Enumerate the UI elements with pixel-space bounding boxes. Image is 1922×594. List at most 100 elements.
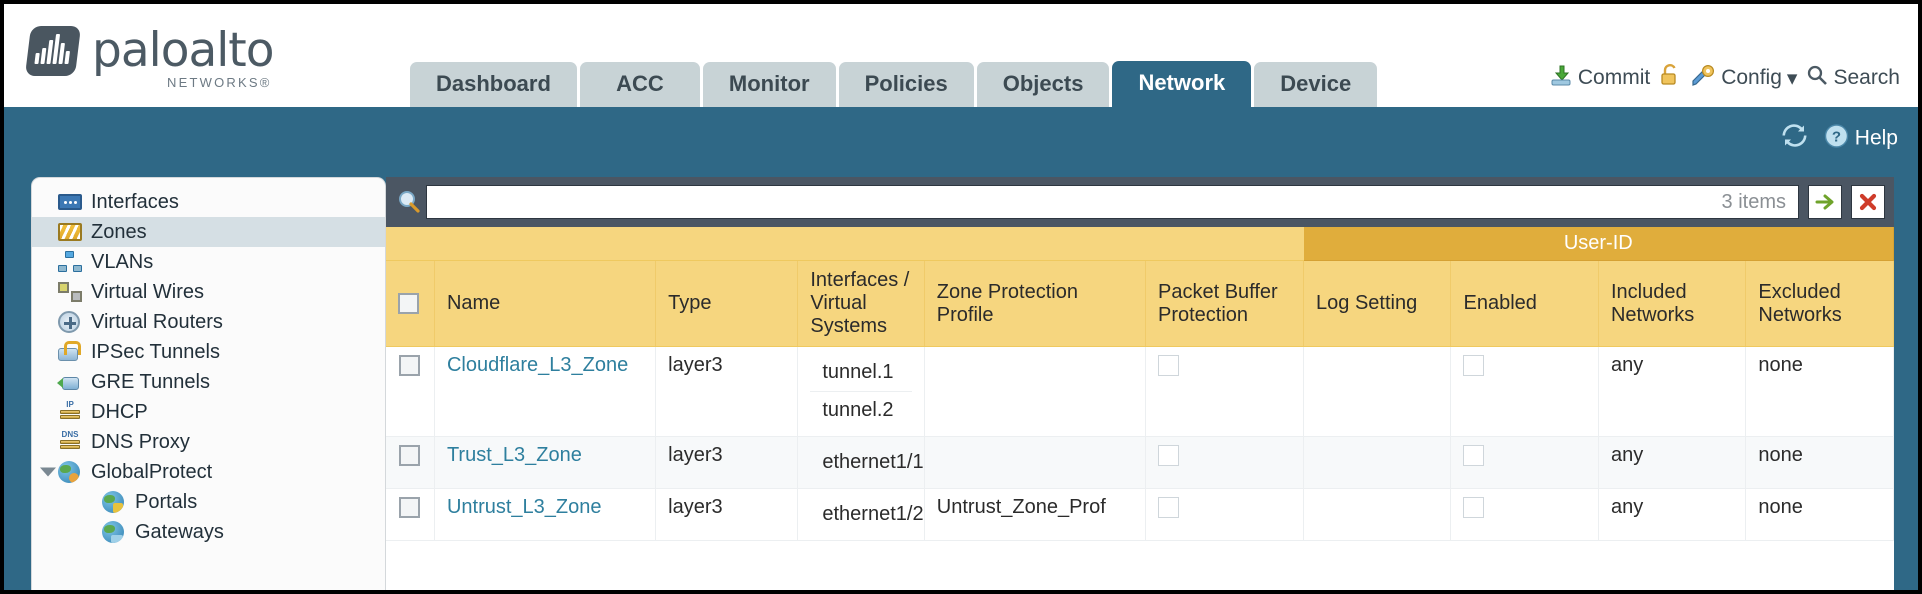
packet-buffer-protection-checkbox[interactable] bbox=[1158, 355, 1179, 377]
col-interfaces-virtual-systems[interactable]: Interfaces / Virtual Systems bbox=[797, 260, 925, 347]
select-all-checkbox[interactable] bbox=[398, 293, 419, 315]
packet-buffer-protection-checkbox[interactable] bbox=[1158, 497, 1179, 519]
userid-enabled-checkbox[interactable] bbox=[1463, 497, 1485, 519]
tab-policies[interactable]: Policies bbox=[838, 62, 974, 107]
interface-item: ethernet1/2 bbox=[822, 503, 924, 525]
cell-userid-enabled[interactable] bbox=[1450, 436, 1599, 489]
search-icon bbox=[1806, 64, 1828, 92]
main-tabs: Dashboard ACC Monitor Policies Objects N… bbox=[410, 61, 1378, 107]
col-zone-protection-profile[interactable]: Zone Protection Profile bbox=[924, 260, 1147, 347]
row-select-cell[interactable] bbox=[386, 488, 435, 541]
config-icon bbox=[1690, 63, 1716, 93]
context-bar-actions: ? Help bbox=[1781, 123, 1898, 154]
sidebar-item-label: DHCP bbox=[91, 400, 148, 423]
sidebar-item-dns-proxy[interactable]: DNS DNS Proxy bbox=[32, 427, 385, 457]
cell-zone-protection-profile bbox=[924, 346, 1147, 437]
row-checkbox[interactable] bbox=[399, 445, 421, 467]
sidebar-item-interfaces[interactable]: Interfaces bbox=[32, 187, 385, 217]
tab-monitor[interactable]: Monitor bbox=[702, 62, 836, 107]
search-icon[interactable] bbox=[392, 185, 426, 219]
row-checkbox[interactable] bbox=[399, 355, 421, 377]
row-select-cell[interactable] bbox=[386, 346, 435, 437]
content-area: Interfaces Zones VLANs Virtual Wires Vir… bbox=[4, 170, 1918, 590]
lock-button[interactable] bbox=[1659, 63, 1681, 93]
tab-acc[interactable]: ACC bbox=[579, 62, 700, 107]
chevron-down-icon[interactable]: ▾ bbox=[1786, 66, 1798, 90]
tab-device[interactable]: Device bbox=[1254, 62, 1378, 107]
table-row[interactable]: Trust_L3_Zone layer3 ethernet1/1 bbox=[386, 436, 1894, 489]
zone-link[interactable]: Untrust_L3_Zone bbox=[446, 496, 602, 518]
col-name[interactable]: Name bbox=[434, 260, 657, 347]
top-bar: paloalto NETWORKS® Dashboard ACC Monitor… bbox=[4, 4, 1918, 107]
virtual-wires-icon bbox=[58, 281, 82, 303]
cell-interfaces: ethernet1/1 bbox=[797, 436, 925, 489]
search-bar: 3 items bbox=[386, 177, 1894, 227]
col-excluded-networks[interactable]: Excluded Networks bbox=[1745, 260, 1894, 347]
packet-buffer-protection-checkbox[interactable] bbox=[1158, 445, 1179, 467]
sidebar-item-dhcp[interactable]: IP DHCP bbox=[32, 397, 385, 427]
sidebar-item-ipsec-tunnels[interactable]: IPSec Tunnels bbox=[32, 337, 385, 367]
filter-input-wrap[interactable]: 3 items bbox=[426, 185, 1799, 219]
sidebar-item-zones[interactable]: Zones bbox=[32, 217, 385, 247]
sidebar-item-label: IPSec Tunnels bbox=[91, 340, 220, 363]
userid-enabled-checkbox[interactable] bbox=[1463, 445, 1485, 467]
table-row[interactable]: Cloudflare_L3_Zone layer3 tunnel.1 tunne… bbox=[386, 346, 1894, 437]
cell-name[interactable]: Cloudflare_L3_Zone bbox=[434, 346, 657, 437]
zone-link[interactable]: Trust_L3_Zone bbox=[446, 444, 582, 466]
table-header-row: Name Type Interfaces / Virtual Systems Z… bbox=[386, 260, 1894, 347]
cell-included-networks: any bbox=[1598, 346, 1747, 437]
col-included-networks[interactable]: Included Networks bbox=[1598, 260, 1747, 347]
cell-name[interactable]: Untrust_L3_Zone bbox=[434, 488, 657, 541]
zone-link[interactable]: Cloudflare_L3_Zone bbox=[446, 354, 629, 376]
search-label: Search bbox=[1833, 66, 1900, 89]
clear-filter-button[interactable] bbox=[1851, 185, 1885, 219]
cell-userid-enabled[interactable] bbox=[1450, 346, 1599, 437]
sidebar-item-label: Portals bbox=[135, 490, 198, 513]
tab-dashboard[interactable]: Dashboard bbox=[410, 62, 577, 107]
row-select-cell[interactable] bbox=[386, 436, 435, 489]
userid-enabled-checkbox[interactable] bbox=[1463, 355, 1485, 377]
table-row[interactable]: Untrust_L3_Zone layer3 ethernet1/2 Untru… bbox=[386, 488, 1894, 541]
sidebar-item-gateways[interactable]: Gateways bbox=[32, 517, 385, 547]
chevron-down-icon[interactable] bbox=[40, 467, 56, 477]
cell-interfaces: tunnel.1 tunnel.2 bbox=[797, 346, 925, 437]
help-label: Help bbox=[1854, 126, 1898, 150]
apply-filter-button[interactable] bbox=[1808, 185, 1842, 219]
commit-button[interactable]: Commit bbox=[1549, 63, 1650, 93]
brand-name: paloalto bbox=[92, 23, 274, 78]
col-type[interactable]: Type bbox=[655, 260, 799, 347]
refresh-icon[interactable] bbox=[1781, 124, 1808, 154]
search-input[interactable] bbox=[439, 191, 1714, 213]
items-count: 3 items bbox=[1721, 190, 1786, 213]
tab-objects[interactable]: Objects bbox=[976, 62, 1110, 107]
sidebar-item-gre-tunnels[interactable]: GRE Tunnels bbox=[32, 367, 385, 397]
help-icon: ? bbox=[1824, 123, 1849, 154]
cell-packet-buffer-protection[interactable] bbox=[1145, 488, 1305, 541]
config-button[interactable]: Config ▾ bbox=[1690, 63, 1797, 93]
col-packet-buffer-protection[interactable]: Packet Buffer Protection bbox=[1145, 260, 1305, 347]
help-link[interactable]: ? Help bbox=[1824, 123, 1898, 154]
col-enabled[interactable]: Enabled bbox=[1450, 260, 1599, 347]
tab-network[interactable]: Network bbox=[1112, 61, 1252, 107]
interface-item: tunnel.1 bbox=[810, 354, 912, 392]
top-right-actions: Commit Config bbox=[1549, 63, 1900, 93]
main-panel: 3 items bbox=[386, 177, 1894, 590]
dhcp-icon: IP bbox=[58, 401, 82, 423]
col-log-setting[interactable]: Log Setting bbox=[1303, 260, 1452, 347]
sidebar-item-portals[interactable]: Portals bbox=[32, 487, 385, 517]
search-button[interactable]: Search bbox=[1806, 64, 1900, 92]
sidebar-item-globalprotect[interactable]: GlobalProtect bbox=[32, 457, 385, 487]
sidebar-item-virtual-wires[interactable]: Virtual Wires bbox=[32, 277, 385, 307]
select-all-header[interactable] bbox=[386, 260, 435, 347]
cell-userid-enabled[interactable] bbox=[1450, 488, 1599, 541]
cell-packet-buffer-protection[interactable] bbox=[1145, 346, 1305, 437]
sidebar-item-virtual-routers[interactable]: Virtual Routers bbox=[32, 307, 385, 337]
cell-packet-buffer-protection[interactable] bbox=[1145, 436, 1305, 489]
cell-name[interactable]: Trust_L3_Zone bbox=[434, 436, 657, 489]
cell-type: layer3 bbox=[655, 346, 799, 437]
interfaces-icon bbox=[58, 191, 82, 213]
row-checkbox[interactable] bbox=[399, 497, 421, 519]
zones-table-wrap[interactable]: User-ID Name Type Interfaces / Virtual S… bbox=[386, 227, 1894, 590]
sidebar-item-vlans[interactable]: VLANs bbox=[32, 247, 385, 277]
brand-tagline: NETWORKS bbox=[167, 75, 260, 90]
